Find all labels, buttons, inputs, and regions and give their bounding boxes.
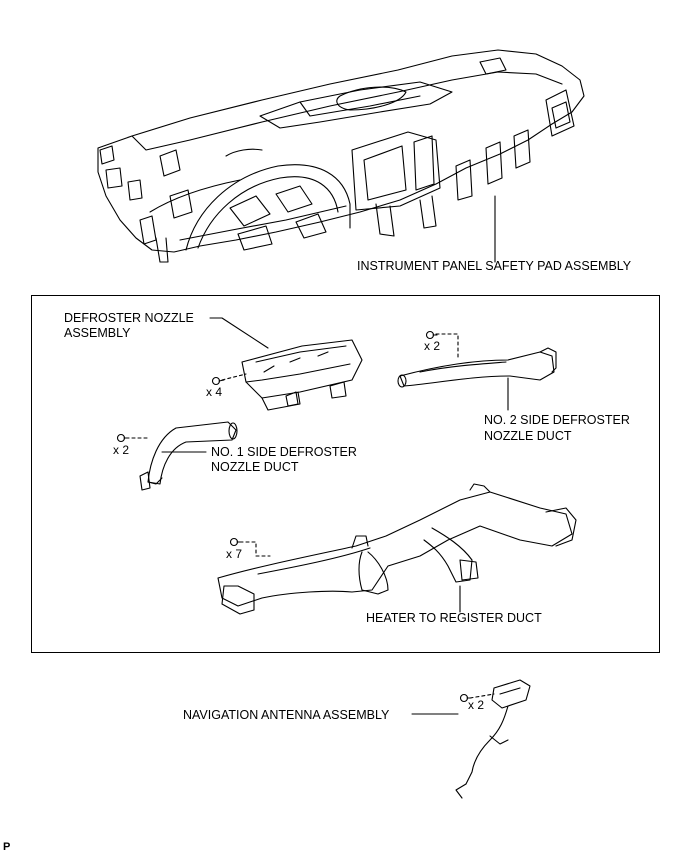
- heater-duct-label: HEATER TO REGISTER DUCT: [366, 611, 542, 625]
- nav-antenna-drawing: [455, 679, 531, 799]
- defroster-screw-dash: [221, 373, 247, 381]
- nav-antenna-screw-icon: [459, 693, 472, 703]
- no1-duct-screw-icon: [116, 433, 129, 443]
- defroster-nozzle-drawing: [241, 339, 363, 411]
- instrument-panel-drawing: [97, 49, 585, 263]
- no1-duct-drawing: [139, 421, 238, 491]
- no2-duct-label-line1: NO. 2 SIDE DEFROSTER: [484, 413, 630, 427]
- no2-duct-label-line2: NOZZLE DUCT: [484, 429, 572, 443]
- defroster-screw-qty: x 4: [206, 385, 223, 399]
- defroster-nozzle-label-line2: ASSEMBLY: [64, 326, 131, 340]
- no1-duct-label-line2: NOZZLE DUCT: [211, 460, 299, 474]
- no2-duct-drawing: [397, 347, 557, 388]
- defroster-screw-icon: [211, 376, 225, 386]
- safety-pad-label: INSTRUMENT PANEL SAFETY PAD ASSEMBLY: [357, 259, 632, 273]
- no1-duct-screw-qty: x 2: [113, 443, 130, 457]
- ducts-detail-frame: [31, 295, 660, 653]
- no2-duct-screw-dash: [435, 333, 459, 361]
- heater-duct-screw-qty: x 7: [226, 547, 243, 561]
- heater-duct-screw-icon: [229, 537, 242, 547]
- antenna-screw-qty: x 2: [468, 698, 485, 712]
- defroster-nozzle-label-line1: DEFROSTER NOZZLE: [64, 311, 194, 325]
- nav-antenna-label: NAVIGATION ANTENNA ASSEMBLY: [183, 708, 390, 722]
- defroster-leader-line: [209, 317, 269, 349]
- no1-duct-label-line1: NO. 1 SIDE DEFROSTER: [211, 445, 357, 459]
- no2-duct-screw-icon: [425, 330, 438, 340]
- nav-antenna-screw-dash: [469, 693, 495, 699]
- corner-code: P: [3, 841, 11, 853]
- no2-duct-screw-qty: x 2: [424, 339, 441, 353]
- heater-duct-screw-dash: [239, 541, 271, 557]
- heater-duct-drawing: [217, 483, 577, 615]
